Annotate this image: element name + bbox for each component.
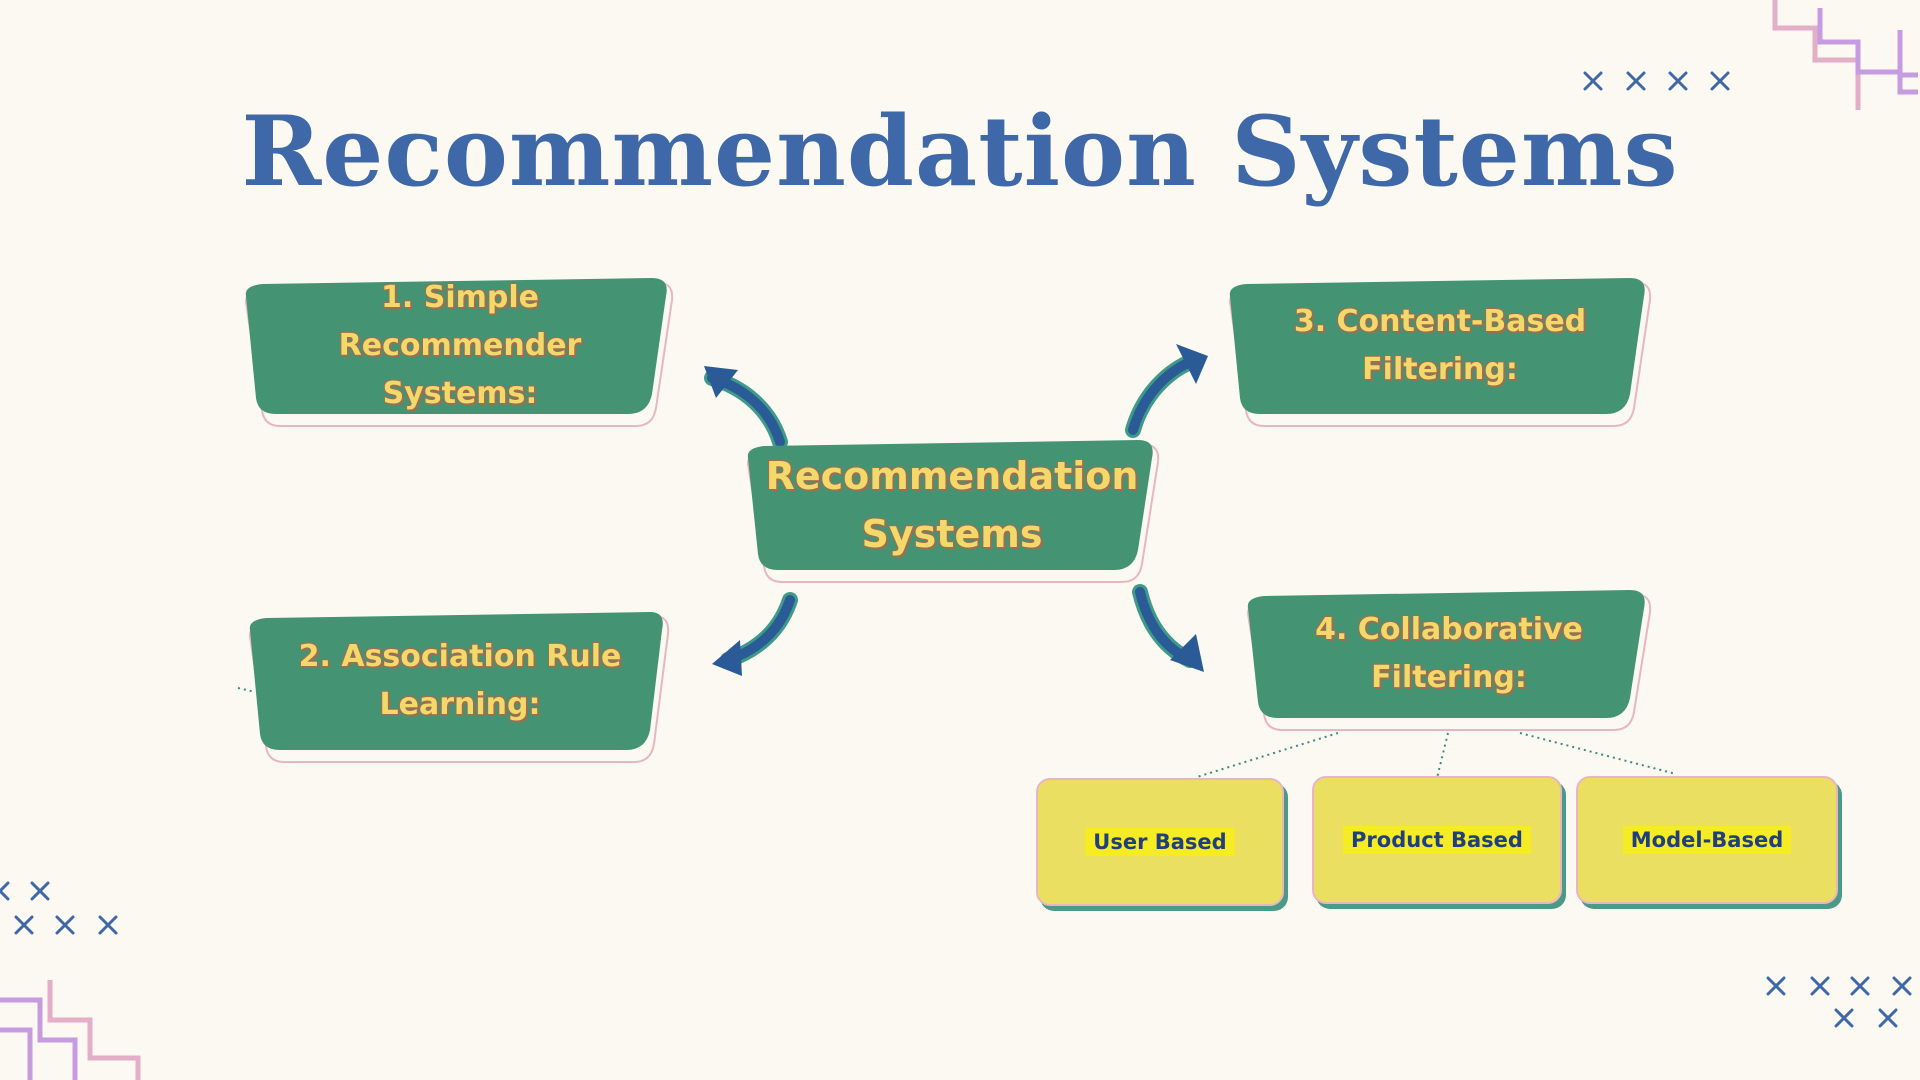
card-shape (746, 440, 1160, 583)
node-center-recommendation: Recommendation Systems (742, 440, 1162, 584)
page-title: Recommendation Systems (241, 95, 1679, 208)
arrow-to-collab (1132, 584, 1204, 672)
sub-node-user-based: User Based (1036, 778, 1284, 906)
card-shape (1246, 590, 1652, 731)
node-label: 3. Content-Based Filtering: (1293, 304, 1587, 387)
card-shape (248, 612, 670, 763)
zigzag-decoration-bottom-left (0, 980, 141, 1080)
sub-node-label: User Based (1085, 828, 1235, 856)
node-simple-recommender: 1. Simple Recommender Systems: (240, 278, 680, 428)
center-label: Recommendation Systems (765, 454, 1139, 556)
node-label: 4. Collaborative Filtering: (1315, 612, 1583, 695)
sub-node-connectors (237, 687, 1677, 779)
sub-node-model-based: Model-Based (1576, 776, 1838, 904)
node-label: 1. Simple Recommender Systems: (338, 280, 582, 411)
sub-node-label: Model-Based (1622, 826, 1792, 854)
zigzag-decoration-top-right (1772, 0, 1918, 110)
node-collaborative: 4. Collaborative Filtering: (1242, 590, 1656, 732)
node-label: 2. Association Rule Learning: (298, 639, 622, 722)
sub-node-label: Product Based (1343, 826, 1531, 854)
card-shape (244, 278, 674, 427)
arrow-to-association (712, 592, 798, 676)
arrow-to-content (1125, 344, 1208, 438)
card-shape (1228, 278, 1652, 427)
arrows (704, 344, 1208, 676)
node-association-rule: 2. Association Rule Learning: (244, 612, 676, 764)
x-marks-decoration (0, 71, 1912, 1028)
node-content-based: 3. Content-Based Filtering: (1224, 278, 1656, 428)
sub-node-product-based: Product Based (1312, 776, 1562, 904)
arrow-to-simple (704, 366, 788, 450)
